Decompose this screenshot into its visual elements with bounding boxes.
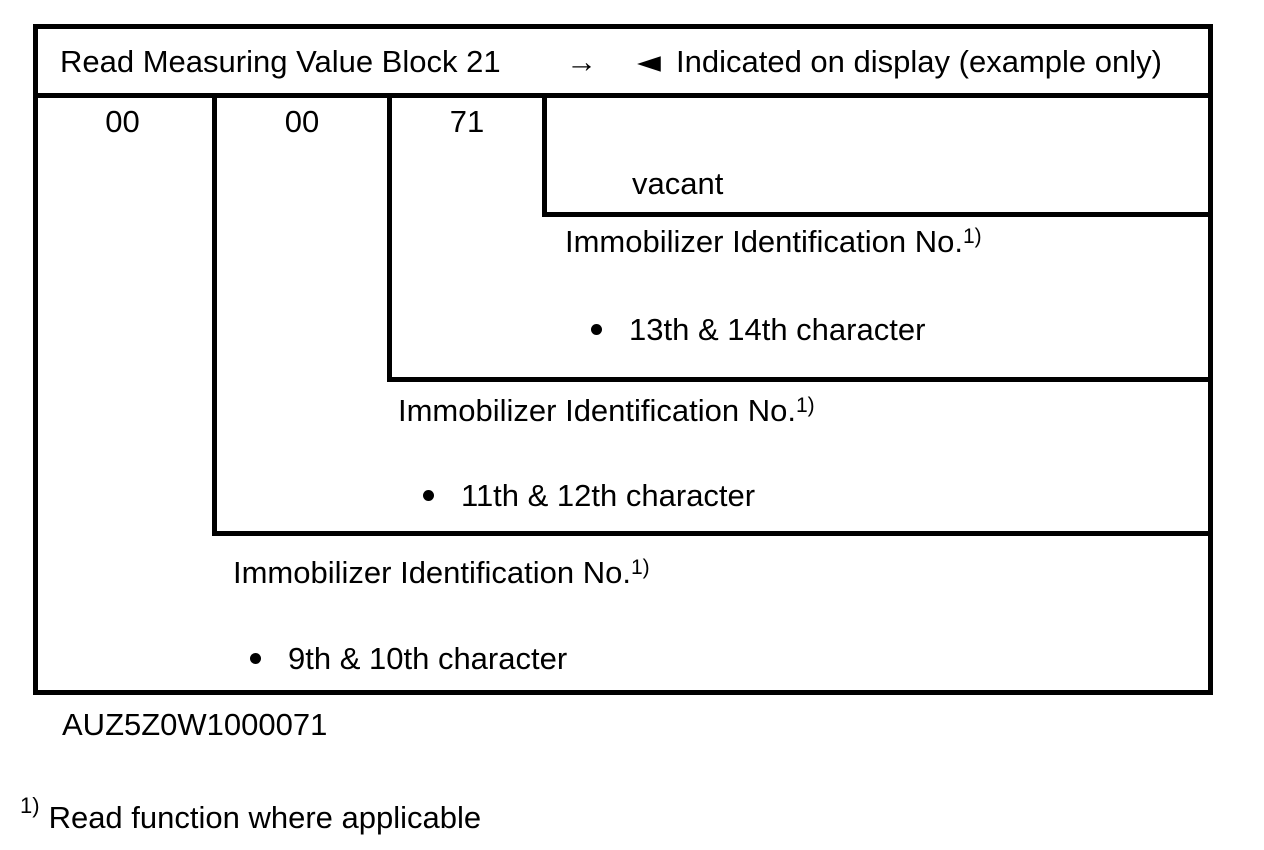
field2-detail-row: 11th & 12th character — [423, 480, 755, 511]
field1-title: Immobilizer Identification No.1) — [233, 557, 650, 588]
bullet-icon — [591, 324, 602, 335]
arrow-right-icon: → — [566, 44, 597, 79]
field2-detail: 11th & 12th character — [461, 478, 756, 513]
field3-title: Immobilizer Identification No.1) — [565, 226, 982, 257]
field3-detail: 13th & 14th character — [629, 312, 926, 347]
field1-footnote-ref: 1) — [631, 556, 650, 579]
field3-title-text: Immobilizer Identification No. — [565, 224, 963, 259]
field3-footnote-ref: 1) — [963, 225, 982, 248]
field2-title-text: Immobilizer Identification No. — [398, 393, 796, 428]
field1-divider-line — [212, 93, 217, 536]
vacant-divider-line — [542, 93, 547, 217]
footnote-text: Read function where applicable — [48, 800, 482, 835]
header-title: Read Measuring Value Block 21 — [60, 44, 501, 79]
vacant-label: vacant — [632, 166, 724, 201]
field2-title: Immobilizer Identification No.1) — [398, 395, 815, 426]
display-field-2: 00 — [284, 104, 320, 139]
example-code: AUZ5Z0W1000071 — [62, 707, 328, 742]
field2-footnote-ref: 1) — [796, 394, 815, 417]
field3-section-bottom-line — [387, 377, 1213, 382]
field3-detail-row: 13th & 14th character — [591, 314, 925, 345]
bullet-icon — [423, 490, 434, 501]
footnote: 1) Read function where applicable — [20, 793, 482, 835]
field1-detail-row: 9th & 10th character — [250, 643, 567, 674]
diagram-outer-box — [33, 24, 1213, 695]
display-field-3: 71 — [449, 104, 485, 139]
bullet-icon — [250, 653, 261, 664]
header-note: Indicated on display (example only) — [676, 44, 1162, 79]
field2-divider-line — [387, 93, 392, 382]
vacant-box-bottom-line — [542, 212, 1213, 217]
field2-section-bottom-line — [212, 531, 1213, 536]
footnote-ref: 1) — [20, 793, 40, 818]
field1-detail: 9th & 10th character — [288, 641, 568, 676]
display-field-1: 00 — [105, 104, 140, 139]
header-divider-line — [33, 93, 1213, 98]
display-pointer-icon: ◄ — [637, 44, 661, 80]
field1-title-text: Immobilizer Identification No. — [233, 555, 631, 590]
